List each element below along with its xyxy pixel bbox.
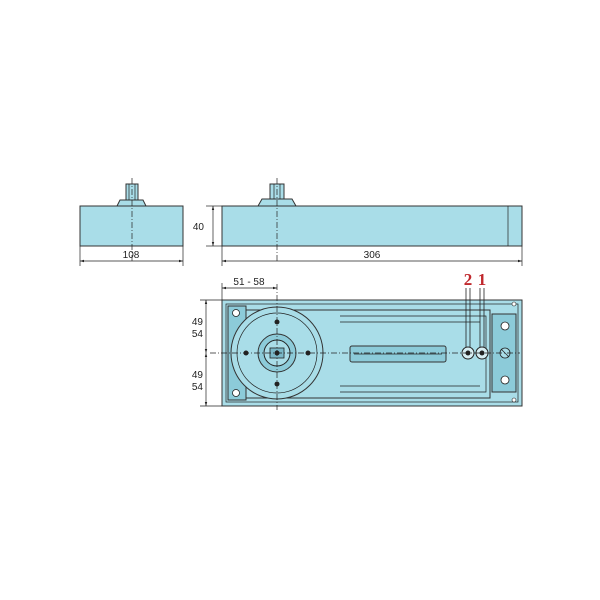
dim-side-width: 108 xyxy=(123,250,140,261)
callout-label-1: 1 xyxy=(478,270,487,289)
dim-upper-54: 54 xyxy=(192,329,204,340)
front-view: 40 306 xyxy=(193,178,523,266)
dim-front-length: 306 xyxy=(364,250,381,261)
dim-spindle-offset: 51 - 58 xyxy=(233,277,265,288)
callout-label-2: 2 xyxy=(464,270,473,289)
dim-lower-49: 49 xyxy=(192,370,204,381)
dim-lower-54: 54 xyxy=(192,382,204,393)
dim-front-height: 40 xyxy=(193,222,205,233)
top-view: 2 1 51 - 58 49 54 49 54 xyxy=(192,270,523,410)
dim-upper-49: 49 xyxy=(192,317,204,328)
side-view: 108 xyxy=(79,178,184,266)
